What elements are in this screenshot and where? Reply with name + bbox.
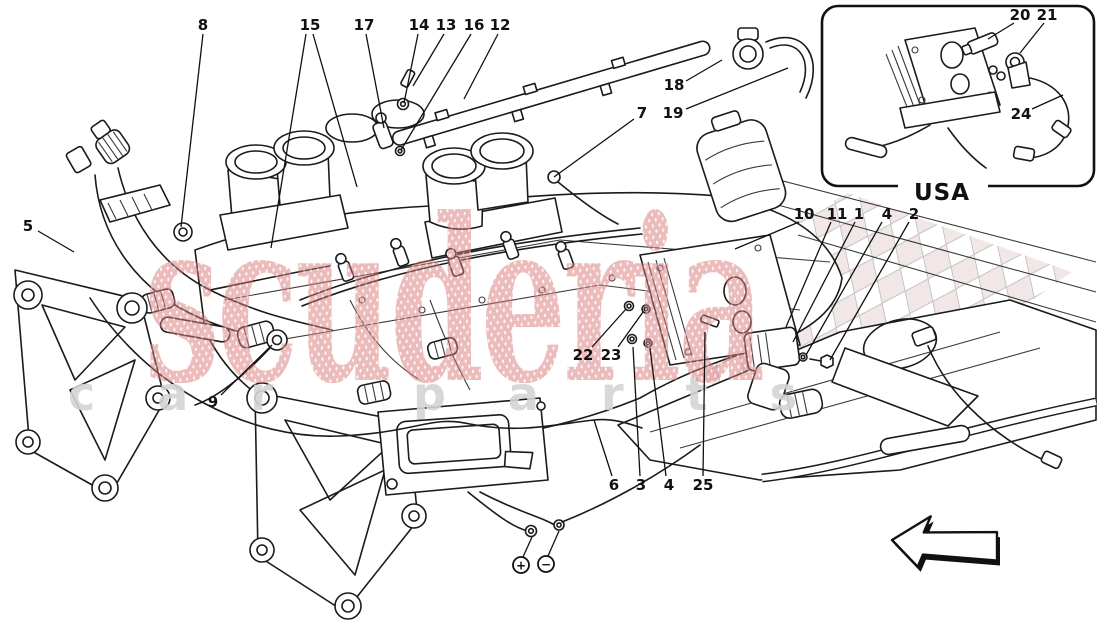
callout-23: 23 (601, 346, 622, 364)
ignition-coil-assembly (377, 397, 565, 538)
washer-23 (641, 304, 651, 314)
battery-positive-icon: + (512, 556, 530, 574)
minus-sign: − (541, 558, 551, 572)
washer-4b (798, 352, 808, 362)
cable-24 (1012, 77, 1072, 162)
callout-14: 14 (409, 16, 430, 34)
direction-arrow-icon (890, 515, 1001, 572)
callout-5: 5 (23, 217, 33, 235)
callout-1: 1 (854, 205, 864, 223)
callouts: 8 15 17 14 13 16 12 18 7 19 5 9 20 21 24… (23, 6, 1058, 494)
nut-3 (626, 333, 638, 345)
callout-15: 15 (300, 16, 321, 34)
bolt-25 (699, 314, 720, 328)
callout-25: 25 (693, 476, 714, 494)
coil-boot-and-loom (561, 326, 1097, 523)
engine-mount-bracket-left (13, 269, 171, 502)
callout-21: 21 (1037, 6, 1058, 24)
injector-row (299, 170, 643, 391)
intake-trumpets (219, 99, 563, 259)
washer-4 (643, 338, 653, 348)
callout-4b: 4 (664, 476, 674, 494)
harness-clamp-8 (173, 222, 193, 242)
callout-19: 19 (663, 104, 684, 122)
callout-17: 17 (354, 16, 375, 34)
seal-16 (394, 145, 406, 157)
fuel-injector-single (372, 68, 416, 157)
positive-ring-lug (524, 524, 538, 538)
callout-6: 6 (609, 476, 619, 494)
callout-11: 11 (827, 205, 848, 223)
callout-8: 8 (198, 16, 208, 34)
battery-negative-icon: − (537, 555, 555, 573)
bolt-13 (400, 68, 416, 88)
battery-terminals: + − (512, 555, 555, 574)
callout-22: 22 (573, 346, 594, 364)
watermark-subtitle: car parts (68, 367, 859, 421)
usa-inset-label: USA (914, 180, 970, 206)
callout-24: 24 (1011, 105, 1032, 123)
usa-inset-content (844, 27, 1072, 169)
plus-sign: + (516, 559, 526, 573)
callout-2: 2 (909, 205, 919, 223)
callout-9: 9 (208, 393, 218, 411)
watermark: car parts scuderia (68, 169, 859, 433)
callout-7: 7 (637, 104, 647, 122)
callout-16: 16 (464, 16, 485, 34)
round-connector (90, 119, 131, 165)
callout-20: 20 (1010, 6, 1031, 24)
chassis-bodywork-lines (759, 174, 1097, 323)
fuel-pressure-regulator (732, 27, 815, 99)
leader-lines (37, 22, 1064, 558)
intake-plenum (696, 110, 787, 223)
watermark-title: scuderia (144, 169, 762, 433)
callout-10: 10 (794, 205, 815, 223)
callout-4a: 4 (882, 205, 892, 223)
chassis-section (617, 299, 1097, 481)
callout-12: 12 (490, 16, 511, 34)
usa-inset-box: USA (820, 4, 1096, 206)
nut-22 (623, 300, 635, 312)
engine-line-art (13, 27, 1097, 620)
screw-2 (809, 354, 834, 369)
washer-14 (396, 97, 410, 111)
callout-3: 3 (636, 476, 646, 494)
finned-module (99, 184, 171, 223)
callout-18: 18 (664, 76, 685, 94)
bracket-21 (1005, 52, 1031, 89)
callout-13: 13 (436, 16, 457, 34)
wiring-harness (65, 119, 459, 406)
